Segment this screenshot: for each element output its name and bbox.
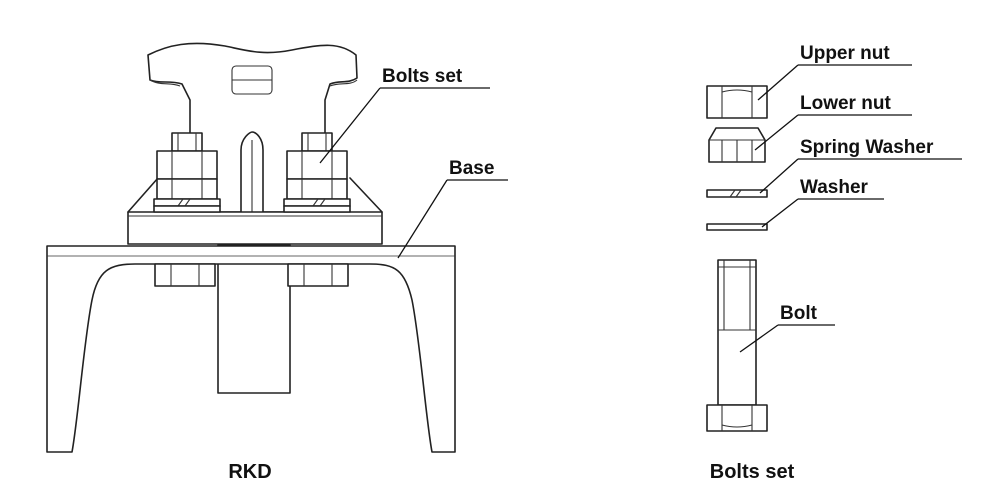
label-lower-nut: Lower nut	[800, 93, 891, 114]
callout-bolts-set: Bolts set	[319, 66, 490, 164]
label-spring-washer: Spring Washer	[800, 137, 934, 158]
caption-rkd: RKD	[228, 461, 271, 483]
rkd-lower-nut-right	[287, 263, 349, 287]
bolts-set-exploded: Upper nut Lower nut Spring Washer	[706, 43, 962, 483]
label-bolt: Bolt	[780, 303, 818, 324]
caption-bolts-set: Bolts set	[710, 461, 795, 483]
washer: Washer	[706, 177, 884, 231]
rkd-bolt-stack-left	[153, 132, 221, 213]
rkd-plate	[127, 177, 383, 245]
rkd-hanger-bar	[217, 244, 291, 394]
label-base: Base	[449, 158, 494, 179]
rkd-base	[46, 245, 456, 453]
bolt: Bolt	[706, 259, 835, 432]
rkd-assembly: Bolts set Base RKD	[46, 42, 508, 483]
lower-nut: Lower nut	[708, 93, 912, 163]
callout-base: Base	[397, 158, 508, 259]
spring-washer: Spring Washer	[706, 137, 962, 198]
upper-nut: Upper nut	[706, 43, 912, 119]
rkd-lower-nut-left	[154, 263, 216, 287]
rkd-bolt-stack-right	[283, 132, 351, 213]
label-upper-nut: Upper nut	[800, 43, 890, 64]
label-bolts-set: Bolts set	[382, 66, 463, 87]
label-washer: Washer	[800, 177, 869, 198]
